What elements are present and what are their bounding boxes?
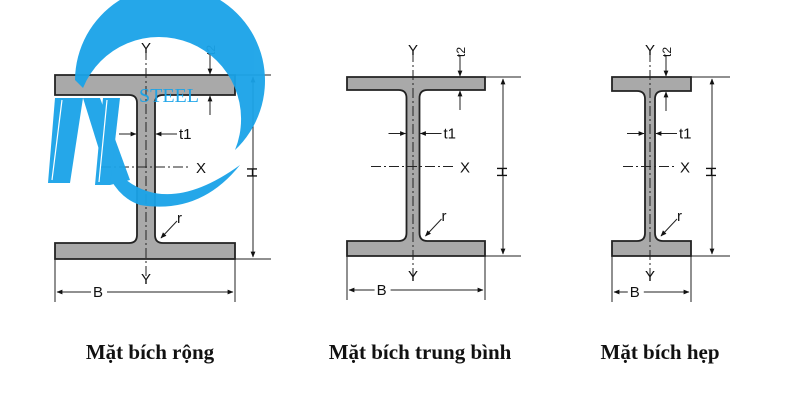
- y-axis-label-top: Y: [408, 42, 418, 59]
- logo-m-left: [48, 98, 83, 183]
- i-beam-medium: Y Y X H B t1 r t2: [346, 42, 521, 300]
- flange-thickness-label: t2: [660, 47, 674, 57]
- logo-text: STEEL: [139, 85, 199, 107]
- radius-label: r: [177, 210, 182, 227]
- x-axis-label: X: [196, 160, 206, 177]
- y-axis-label-top: Y: [645, 42, 655, 59]
- width-label: B: [93, 284, 103, 301]
- web-thickness-label: t1: [679, 126, 692, 143]
- y-axis-label-top: Y: [141, 40, 151, 57]
- web-thickness-label: t1: [179, 126, 192, 143]
- logo-arc-lower: [100, 150, 240, 207]
- caption-medium-flange: Mặt bích trung bình: [328, 340, 512, 364]
- height-label: H: [702, 167, 719, 178]
- x-axis-label: X: [460, 160, 470, 177]
- i-beam-wide: Y Y X H B t1 r t2: [54, 40, 271, 302]
- flange-thickness-label: t2: [454, 47, 468, 57]
- y-axis-label-bottom: Y: [141, 271, 151, 288]
- i-beam-narrow: Y Y X H B t1 r t2: [611, 42, 730, 302]
- web-thickness-label: t1: [444, 126, 457, 143]
- width-label: B: [630, 284, 640, 301]
- steel-logo: STEEL: [48, 0, 265, 207]
- y-axis-label-bottom: Y: [408, 268, 418, 285]
- width-label: B: [377, 282, 387, 299]
- radius-label: r: [677, 208, 682, 225]
- height-label: H: [243, 167, 260, 178]
- y-axis-label-bottom: Y: [645, 268, 655, 285]
- logo-arc: [75, 0, 265, 150]
- caption-wide-flange: Mặt bích rộng: [85, 340, 215, 364]
- caption-narrow-flange: Mặt bích hẹp: [600, 340, 720, 364]
- height-label: H: [493, 167, 510, 178]
- radius-label: r: [442, 208, 447, 225]
- x-axis-label: X: [680, 160, 690, 177]
